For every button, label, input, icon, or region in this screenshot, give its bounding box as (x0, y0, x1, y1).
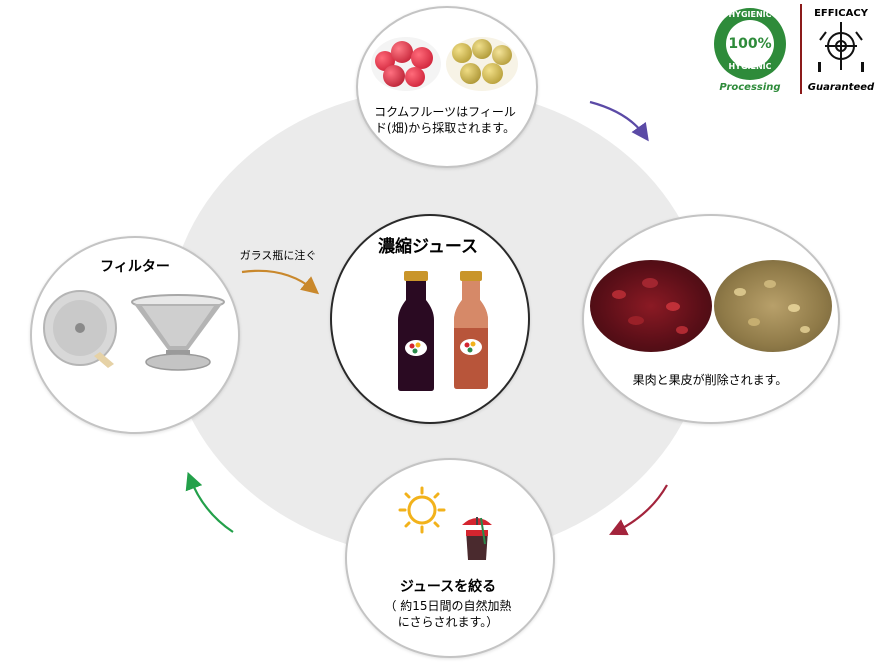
juice-glass-icon (462, 517, 492, 560)
seeds-image (714, 260, 832, 352)
step-harvest-circle (356, 6, 538, 168)
sun-icon (398, 486, 446, 534)
light-juice-bottle (454, 271, 488, 389)
hygienic-top-text: HYGIENIC (728, 10, 772, 19)
filter-disc-image (43, 290, 117, 368)
harvest-text: コクムフルーツはフィール ド(畑)から採取されます。 (362, 104, 528, 136)
target-icon (818, 22, 864, 72)
efficacy-text: EFFICACY (814, 8, 868, 19)
filter-cone-image (131, 294, 225, 371)
juice-title: ジュースを絞る (399, 579, 497, 595)
juice-text-line1: （ 約15日間の自然加熱 (384, 599, 512, 613)
harvest-text-line1: コクムフルーツはフィール (374, 105, 516, 119)
dried-peel-image (590, 260, 712, 352)
juice-text-line2: にさらされます。） (397, 615, 499, 629)
hygienic-bottom-text: HYGIENIC (728, 62, 772, 71)
badge-divider (800, 4, 802, 94)
filter-title: フィルター (100, 259, 170, 275)
concentrate-title: 濃縮ジュース (378, 237, 478, 257)
red-fruits-image (371, 37, 441, 91)
step-filter-circle (30, 236, 240, 434)
hygienic-center-text: 100% (728, 36, 772, 52)
pour-arrow-label: ガラス瓶に注ぐ (239, 249, 317, 262)
processing-text: Processing (719, 82, 781, 93)
juice-text: （ 約15日間の自然加熱 にさらされます。） (360, 598, 536, 630)
yellow-fruits-image (446, 37, 518, 91)
guaranteed-text: Guaranteed (807, 82, 875, 93)
harvest-text-line2: ド(畑)から採取されます。 (374, 121, 516, 135)
hygienic-badge (714, 8, 786, 80)
peel-text: 果肉と果皮が削除されます。 (632, 373, 788, 387)
dark-juice-bottle (398, 271, 434, 391)
step-juice-circle (345, 458, 555, 658)
